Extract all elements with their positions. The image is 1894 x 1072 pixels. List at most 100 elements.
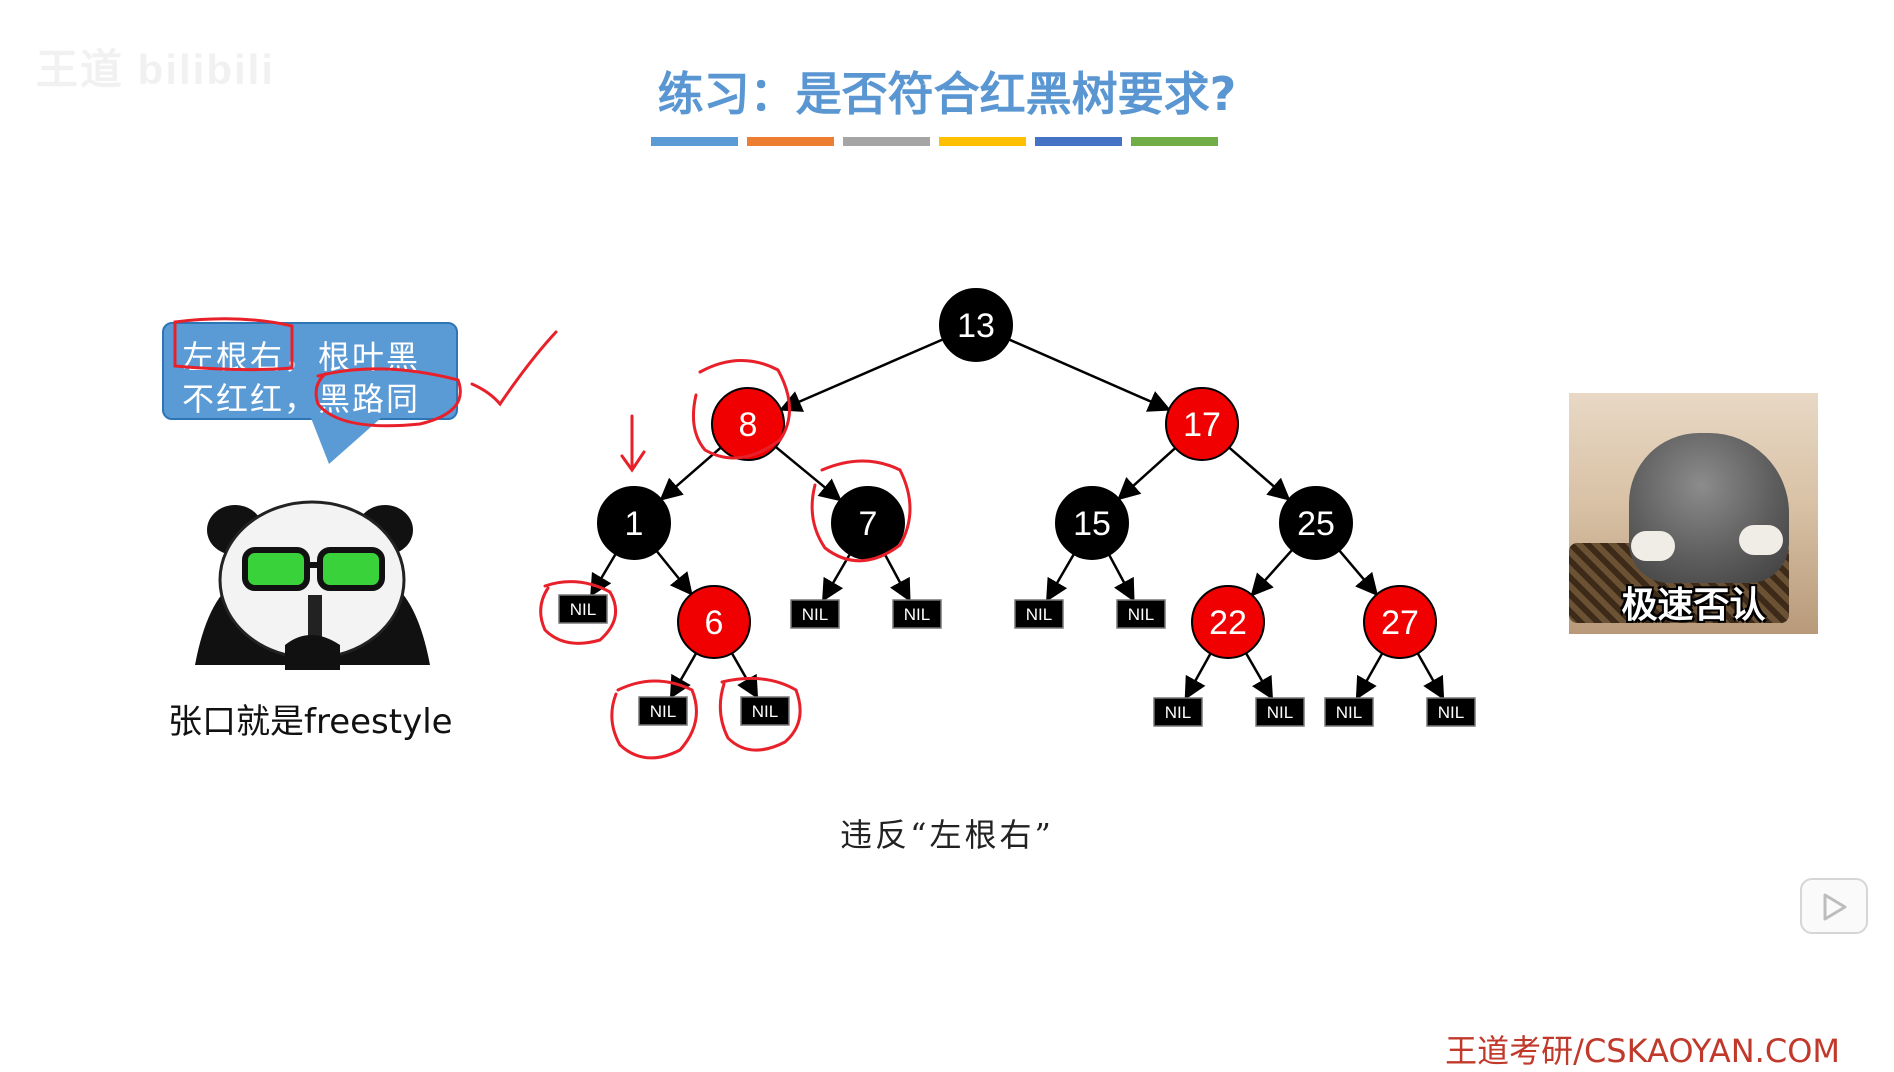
tree-node-label: 1 xyxy=(625,505,644,543)
title-bar-3 xyxy=(843,137,930,146)
annotation-circle-blackpath xyxy=(314,367,462,428)
nil-leaf-box xyxy=(1014,599,1064,629)
nil-leaf: NIL xyxy=(1324,697,1374,727)
title-bar-5 xyxy=(1035,137,1122,146)
cat-caption: 极速否认 xyxy=(1621,585,1766,626)
annotation-arrow-to-1 xyxy=(620,414,646,473)
title-bar-2 xyxy=(747,137,834,146)
title-color-bars xyxy=(651,137,1218,146)
title-bar-1 xyxy=(651,137,738,146)
tree-node-circle xyxy=(597,486,671,560)
nil-leaf: NIL xyxy=(790,599,840,629)
nil-leaf: NIL xyxy=(740,696,790,726)
annotation-circle-nil-6R xyxy=(718,676,802,752)
tree-edge-n8-n7 xyxy=(774,445,842,502)
tree-edge-n8-n1 xyxy=(659,446,722,501)
tree-node-circle xyxy=(939,288,1013,362)
nil-leaf-box xyxy=(1116,599,1166,629)
tree-edge-n13-n17 xyxy=(1008,338,1172,412)
tree-edge-n6-nil_6L xyxy=(669,652,698,699)
annotation-circle-nil-1L xyxy=(539,580,618,645)
tree-node-6: 6 xyxy=(677,585,751,659)
panda-caption: 张口就是freestyle xyxy=(168,702,453,742)
nil-leaf: NIL xyxy=(558,594,608,624)
tree-edge-n7-nil_7R xyxy=(883,554,911,602)
tree-edge-n7-nil_7L xyxy=(822,553,851,602)
nil-leaf-box xyxy=(1426,697,1476,727)
tree-edge-n25-n22 xyxy=(1250,549,1294,597)
panda-hand xyxy=(285,635,340,670)
nil-leaf: NIL xyxy=(1014,599,1064,629)
tree-edge-n27-nil_27R xyxy=(1416,652,1445,700)
nil-leaf-label: NIL xyxy=(1165,703,1191,722)
tree-node-label: 7 xyxy=(859,505,878,543)
nil-leaf-box xyxy=(892,599,942,629)
tree-edge-n27-nil_27L xyxy=(1355,652,1384,700)
footer-brand: 王道考研/CSKAOYAN.COM xyxy=(1445,1032,1840,1070)
tree-node-label: 17 xyxy=(1183,406,1221,444)
tree-node-label: 15 xyxy=(1073,505,1111,543)
nil-leaf-box xyxy=(1153,697,1203,727)
tree-node-circle xyxy=(677,585,751,659)
tree-node-circle xyxy=(711,387,785,461)
nil-leaf: NIL xyxy=(892,599,942,629)
slide-title: 练习：是否符合红黑树要求? xyxy=(657,67,1237,121)
nil-leaf-label: NIL xyxy=(1267,703,1293,722)
nil-leaf-box xyxy=(1255,697,1305,727)
nil-leaf: NIL xyxy=(1116,599,1166,629)
nil-leaf-box xyxy=(558,594,608,624)
annotation-circle-leftrootright xyxy=(173,317,294,372)
tree-node-circle xyxy=(1191,585,1265,659)
nil-leaf-label: NIL xyxy=(802,605,828,624)
nil-leaf-label: NIL xyxy=(904,605,930,624)
tree-node-8: 8 xyxy=(711,387,785,461)
tree-edge-n22-nil_22R xyxy=(1244,652,1274,700)
watermark: 王道 bilibili xyxy=(36,46,275,93)
tree-node-circle xyxy=(1363,585,1437,659)
tree-edge-n13-n8 xyxy=(778,338,944,412)
tree-node-circle xyxy=(1165,387,1239,461)
tree-edge-n15-nil_15R xyxy=(1107,554,1135,602)
tree-node-15: 15 xyxy=(1055,486,1129,560)
nil-leaf-label: NIL xyxy=(1336,703,1362,722)
cat-paw-right xyxy=(1739,525,1783,555)
tree-edge-n6-nil_6R xyxy=(730,652,759,699)
title-bar-4 xyxy=(939,137,1026,146)
tree-edge-n25-n27 xyxy=(1338,549,1379,597)
nil-leaf-label: NIL xyxy=(570,600,596,619)
tree-node-label: 8 xyxy=(739,406,758,444)
tree-node-label: 25 xyxy=(1297,505,1335,543)
nil-leaf-label: NIL xyxy=(650,702,676,721)
nil-leaf-box xyxy=(740,696,790,726)
annotation-circle-nil-6L xyxy=(610,679,698,760)
tree-edge-n1-n6 xyxy=(655,550,693,596)
nil-leaf: NIL xyxy=(1426,697,1476,727)
tree-node-27: 27 xyxy=(1363,585,1437,659)
sunglasses-right xyxy=(317,547,385,591)
speech-bubble: 左根右，根叶黑 不红红，黑路同 xyxy=(162,322,458,420)
tree-node-25: 25 xyxy=(1279,486,1353,560)
tree-node-1: 1 xyxy=(597,486,671,560)
tree-edge-n17-n15 xyxy=(1117,447,1177,501)
nil-leaf-label: NIL xyxy=(752,702,778,721)
annotation-checkmark xyxy=(470,330,558,407)
nil-leaf-box xyxy=(790,599,840,629)
annotation-circle-7 xyxy=(810,459,912,563)
tree-node-label: 27 xyxy=(1381,604,1419,642)
nil-leaf-label: NIL xyxy=(1026,605,1052,624)
tree-node-circle xyxy=(1279,486,1353,560)
cat-paw-left xyxy=(1631,531,1675,561)
nil-leaf: NIL xyxy=(1255,697,1305,727)
title-bar-6 xyxy=(1131,137,1218,146)
nil-leaf-box xyxy=(638,696,688,726)
play-button[interactable] xyxy=(1800,878,1868,934)
tree-node-circle xyxy=(1055,486,1129,560)
tree-edge-n1-nil_1L xyxy=(590,553,617,597)
tree-node-22: 22 xyxy=(1191,585,1265,659)
tree-edge-n22-nil_22L xyxy=(1184,652,1212,700)
handwritten-annotations xyxy=(173,317,912,760)
tree-edge-n15-nil_15L xyxy=(1046,553,1075,602)
panda-meme-image xyxy=(195,500,430,670)
